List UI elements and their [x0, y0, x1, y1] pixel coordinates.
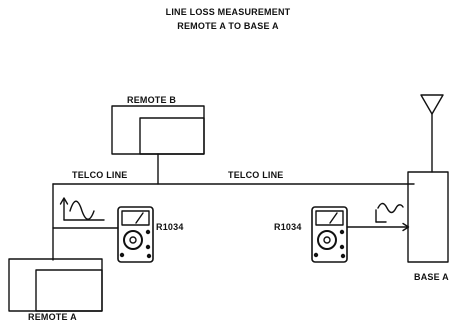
label-meter-left: R1034	[156, 222, 184, 232]
label-meter-right: R1034	[274, 222, 302, 232]
meter-left	[117, 206, 154, 263]
antenna-icon	[420, 94, 444, 115]
label-remote-b: REMOTE B	[127, 95, 177, 105]
received-signal-indicator	[375, 202, 404, 223]
meter-right	[311, 206, 348, 263]
label-base-a: BASE A	[414, 272, 449, 282]
remote-a-unit	[8, 258, 103, 312]
signal-source-indicator	[59, 197, 105, 221]
remote-b-body	[111, 105, 205, 155]
diagram-title-line2: REMOTE A TO BASE A	[177, 21, 279, 31]
remote-b-panel	[139, 117, 205, 155]
label-remote-a: REMOTE A	[28, 312, 77, 322]
base-a-body	[407, 171, 449, 263]
base-a-unit	[407, 94, 449, 263]
remote-a-body	[8, 258, 103, 312]
remote-b-unit	[111, 105, 205, 155]
remote-a-panel	[35, 269, 103, 312]
diagram-title-line1: LINE LOSS MEASUREMENT	[165, 7, 291, 17]
label-telco-line-right: TELCO LINE	[228, 170, 284, 180]
label-telco-line-left: TELCO LINE	[72, 170, 128, 180]
